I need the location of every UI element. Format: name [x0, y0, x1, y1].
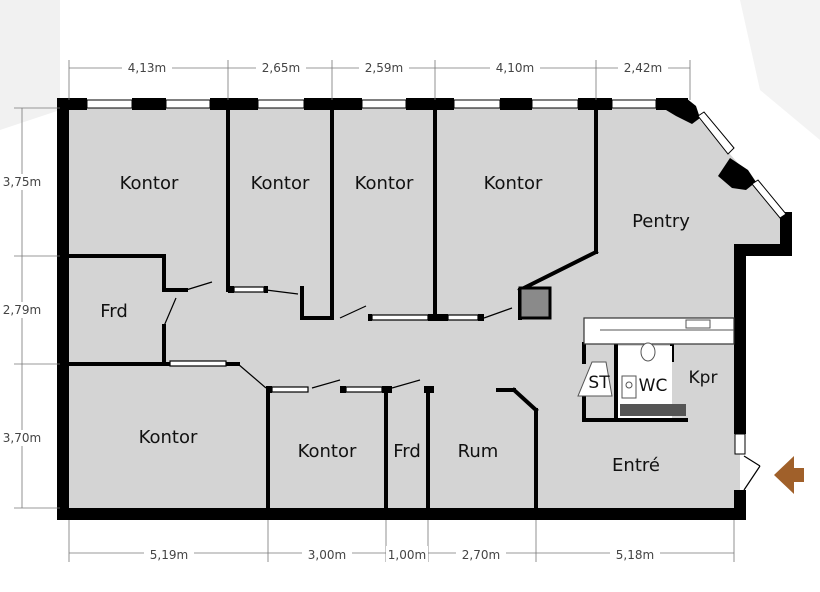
dim-bottom-5: 5,18m: [616, 548, 654, 562]
room-label-kontor-5: Kontor: [139, 427, 198, 448]
entrance-arrow-icon[interactable]: [774, 456, 804, 494]
room-label-frd-2: Frd: [393, 441, 421, 462]
column: [518, 286, 552, 320]
dim-top-1: 4,13m: [128, 61, 166, 75]
room-label-wc: WC: [639, 376, 668, 396]
toilet-icon: [640, 342, 656, 362]
dimensions-left: 3,75m 2,79m 3,70m: [0, 174, 44, 446]
sink-icon: [685, 319, 711, 329]
room-labels: Kontor Kontor Kontor Kontor Pentry Frd K…: [100, 173, 717, 476]
outer-walls: [57, 98, 792, 520]
dim-left-2: 2,79m: [3, 303, 41, 317]
room-label-kontor-3: Kontor: [355, 173, 414, 194]
dim-left-3: 3,70m: [3, 431, 41, 445]
dim-left-1: 3,75m: [3, 175, 41, 189]
room-label-kontor-4: Kontor: [484, 173, 543, 194]
dim-top-3: 2,59m: [365, 61, 403, 75]
st-cabinet: [577, 361, 613, 397]
dim-top-4: 4,10m: [496, 61, 534, 75]
windows: [86, 99, 787, 455]
room-label-kontor-6: Kontor: [298, 441, 357, 462]
dim-bottom-4: 2,70m: [462, 548, 500, 562]
room-label-st: ST: [588, 373, 610, 393]
room-label-kpr: Kpr: [689, 368, 718, 388]
interior-walls: [61, 102, 688, 516]
room-label-rum: Rum: [458, 441, 499, 462]
dim-top-2: 2,65m: [262, 61, 300, 75]
kitchen-counter: [583, 317, 735, 345]
dim-bottom-1: 5,19m: [150, 548, 188, 562]
room-label-pentry: Pentry: [632, 211, 690, 232]
room-label-kontor-2: Kontor: [251, 173, 310, 194]
dim-bottom-3: 1,00m: [388, 548, 426, 562]
dim-top-5: 2,42m: [624, 61, 662, 75]
room-label-entre: Entré: [612, 455, 660, 476]
dimensions-top: 4,13m 2,65m 2,59m 4,10m 2,42m: [122, 60, 668, 76]
dim-bottom-2: 3,00m: [308, 548, 346, 562]
room-label-kontor-1: Kontor: [120, 173, 179, 194]
dimensions-bottom: 5,19m 3,00m 1,00m 2,70m 5,18m: [144, 546, 660, 562]
room-label-frd-1: Frd: [100, 301, 128, 322]
doors: [163, 281, 761, 491]
